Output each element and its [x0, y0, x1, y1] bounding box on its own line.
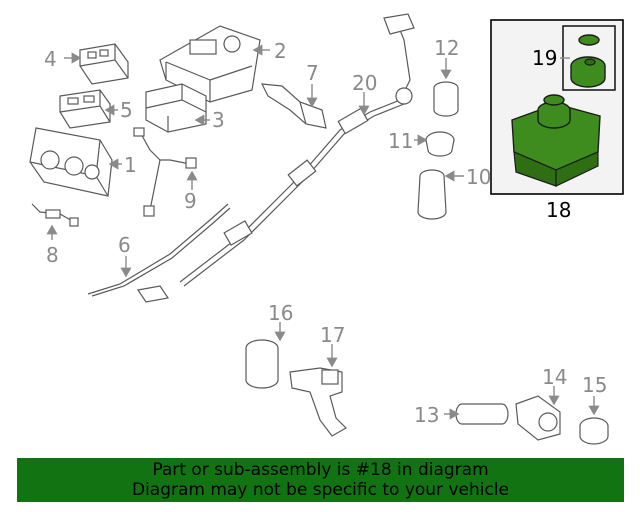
part-4-switch-panel[interactable] [79, 43, 129, 85]
callout-3[interactable]: 3 [212, 108, 225, 132]
callout-19[interactable]: 19 [532, 46, 557, 70]
part-9-wire-harness[interactable] [133, 127, 197, 217]
part-14-socket[interactable] [515, 395, 561, 441]
callout-6[interactable]: 6 [118, 233, 131, 257]
footer-line-1: Part or sub-assembly is #18 in diagram [152, 460, 489, 480]
part-5-switch-bezel[interactable] [59, 89, 111, 129]
part-17-bracket-assembly[interactable] [289, 367, 347, 437]
callout-9[interactable]: 9 [184, 189, 197, 213]
part-10-socket-housing[interactable] [417, 169, 447, 220]
callout-20[interactable]: 20 [352, 71, 377, 95]
part-6-long-cable[interactable] [87, 203, 231, 297]
callout-4[interactable]: 4 [44, 47, 57, 71]
part-16-connector[interactable] [245, 339, 279, 389]
footer-banner: Part or sub-assembly is #18 in diagram D… [17, 458, 624, 502]
part-2-console-housing[interactable] [159, 25, 261, 103]
callout-10[interactable]: 10 [466, 165, 491, 189]
callout-11[interactable]: 11 [388, 129, 413, 153]
callout-8[interactable]: 8 [46, 243, 59, 267]
callout-17[interactable]: 17 [320, 323, 345, 347]
part-13-socket[interactable] [455, 403, 509, 425]
part-12-socket[interactable] [433, 81, 459, 117]
part-15-cap[interactable] [579, 417, 609, 445]
callout-18[interactable]: 18 [546, 198, 571, 222]
part-8-small-harness[interactable] [31, 203, 79, 227]
callout-14[interactable]: 14 [542, 365, 567, 389]
callout-5[interactable]: 5 [120, 98, 133, 122]
part-1-climate-control-panel[interactable] [29, 127, 113, 197]
callout-13[interactable]: 13 [414, 403, 439, 427]
part-3-module[interactable] [145, 83, 207, 133]
part-11-ring[interactable] [425, 131, 455, 157]
part-18-shifter-assembly[interactable] [511, 94, 601, 187]
callout-12[interactable]: 12 [434, 36, 459, 60]
callout-16[interactable]: 16 [268, 301, 293, 325]
footer-line-2: Diagram may not be specific to your vehi… [131, 480, 509, 500]
part-20-shifter-cable[interactable] [136, 13, 415, 303]
callout-1[interactable]: 1 [124, 153, 137, 177]
callout-2[interactable]: 2 [274, 39, 287, 63]
part-7-bracket[interactable] [260, 83, 327, 129]
callout-7[interactable]: 7 [306, 61, 319, 85]
callout-15[interactable]: 15 [582, 373, 607, 397]
leader-lines [46, 44, 600, 420]
part-19-shift-knob[interactable] [570, 34, 606, 88]
